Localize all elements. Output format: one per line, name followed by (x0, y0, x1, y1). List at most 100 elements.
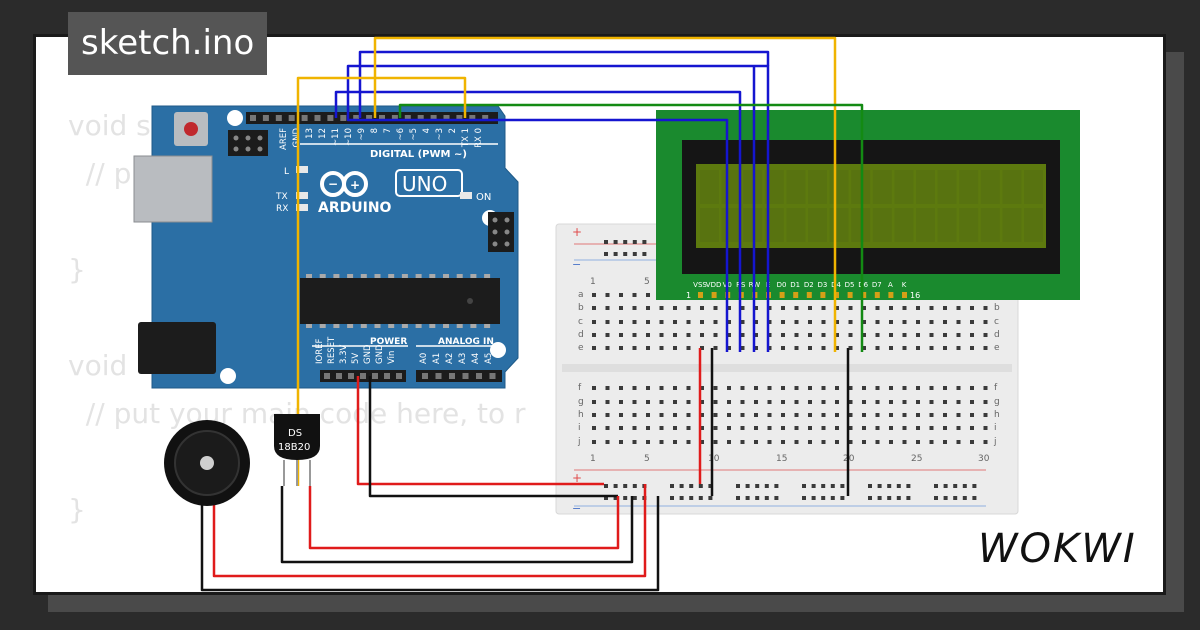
minus-label: − (572, 502, 581, 515)
wires[interactable] (200, 36, 864, 592)
breadboard-hole (808, 440, 812, 444)
lcd-cell (786, 170, 806, 204)
breadboard-hole (848, 413, 853, 417)
breadboard-hole (754, 400, 758, 404)
breadboard-hole (592, 333, 596, 337)
lcd-pin (874, 292, 880, 298)
breadboard-row-label: i (578, 423, 581, 433)
lcd-pin-label: A (888, 281, 893, 289)
breadboard-hole (592, 400, 596, 404)
breadboard-hole (623, 496, 628, 500)
breadboard-hole (983, 333, 988, 337)
lcd-pin (738, 292, 744, 298)
breadboard-hole (896, 484, 901, 488)
breadboard-hole (916, 426, 920, 430)
breadboard-hole (848, 386, 853, 390)
chip-pin (484, 274, 491, 278)
breadboard-hole (902, 320, 907, 324)
breadboard-hole (970, 320, 974, 324)
breadboard-hole (811, 484, 816, 488)
breadboard-hole (906, 496, 911, 500)
breadboard-hole (875, 333, 880, 337)
breadboard-hole (686, 333, 691, 337)
lcd-pin (888, 292, 894, 298)
header-pin (482, 115, 489, 121)
breadboard-hole (808, 320, 812, 324)
breadboard-hole (754, 386, 758, 390)
breadboard-hole (830, 484, 835, 488)
power-pin-label: Vin (387, 351, 397, 364)
chip-pin (484, 324, 491, 328)
breadboard-hole (862, 320, 866, 324)
breadboard-hole (659, 426, 664, 430)
on-label: ON (476, 192, 491, 203)
breadboard-hole (781, 333, 785, 337)
breadboard-hole (713, 440, 718, 444)
breadboard-hole (632, 333, 637, 337)
analog-pin-label: A2 (445, 353, 455, 364)
breadboard-hole (700, 413, 704, 417)
header-pin (404, 115, 411, 121)
code-line: void s (68, 109, 151, 142)
breadboard-hole (943, 320, 947, 324)
breadboard-hole (889, 333, 893, 337)
lcd-pin-label: D7 (872, 281, 882, 289)
breadboard-hole (929, 306, 934, 310)
breadboard-hole (889, 306, 893, 310)
plus-label: + (572, 471, 582, 485)
breadboard-hole (906, 484, 911, 488)
breadboard-hole (943, 346, 947, 350)
breadboard-hole (781, 440, 785, 444)
breadboard-hole (848, 346, 853, 350)
breadboard-row-label: i (994, 423, 997, 433)
breadboard-hole (745, 496, 750, 500)
lcd-cell (829, 208, 849, 242)
lcd-cell (851, 208, 871, 242)
breadboard-row-label: d (994, 330, 1000, 340)
breadboard-hole (953, 484, 958, 488)
breadboard-hole (646, 386, 650, 390)
breadboard-hole (943, 333, 947, 337)
breadboard-hole (943, 400, 947, 404)
lcd-cell (700, 170, 719, 204)
sketch-title[interactable]: sketch.ino (68, 12, 268, 75)
digital-pin-label: 8 (370, 128, 380, 133)
breadboard-hole (659, 386, 664, 390)
chip-pin (415, 274, 422, 278)
breadboard-hole (686, 320, 691, 324)
digital-pin-label: 7 (383, 128, 393, 133)
header-pin (288, 115, 295, 121)
uno-badge (395, 169, 463, 197)
breadboard-hole (632, 386, 637, 390)
breadboard-hole (916, 346, 920, 350)
breadboard-hole (767, 400, 772, 404)
breadboard-hole (972, 496, 977, 500)
breadboard-hole (632, 306, 637, 310)
breadboard-hole (619, 346, 623, 350)
breadboard-hole (794, 386, 799, 390)
chip-pin (456, 274, 463, 278)
breadboard-hole (740, 306, 745, 310)
breadboard-hole (970, 333, 974, 337)
breadboard-hole (848, 400, 853, 404)
breadboard-hole (623, 240, 628, 244)
buzzer[interactable] (164, 420, 250, 506)
chip-pin (456, 324, 463, 328)
digital-pin-label: 12 (318, 128, 328, 139)
digital-label: DIGITAL (PWM ~) (370, 149, 467, 160)
breadboard-hole (781, 346, 785, 350)
breadboard-hole (686, 400, 691, 404)
breadboard-hole (943, 496, 948, 500)
breadboard-hole (916, 413, 920, 417)
breadboard-hole (632, 293, 637, 297)
breadboard-hole (604, 496, 608, 500)
breadboard-hole (686, 440, 691, 444)
breadboard-hole (862, 440, 866, 444)
breadboard-hole (794, 400, 799, 404)
ds18b20-sensor[interactable]: DS 18B20 (274, 414, 320, 486)
breadboard-hole (956, 346, 961, 350)
breadboard-col-label: 25 (911, 454, 922, 464)
